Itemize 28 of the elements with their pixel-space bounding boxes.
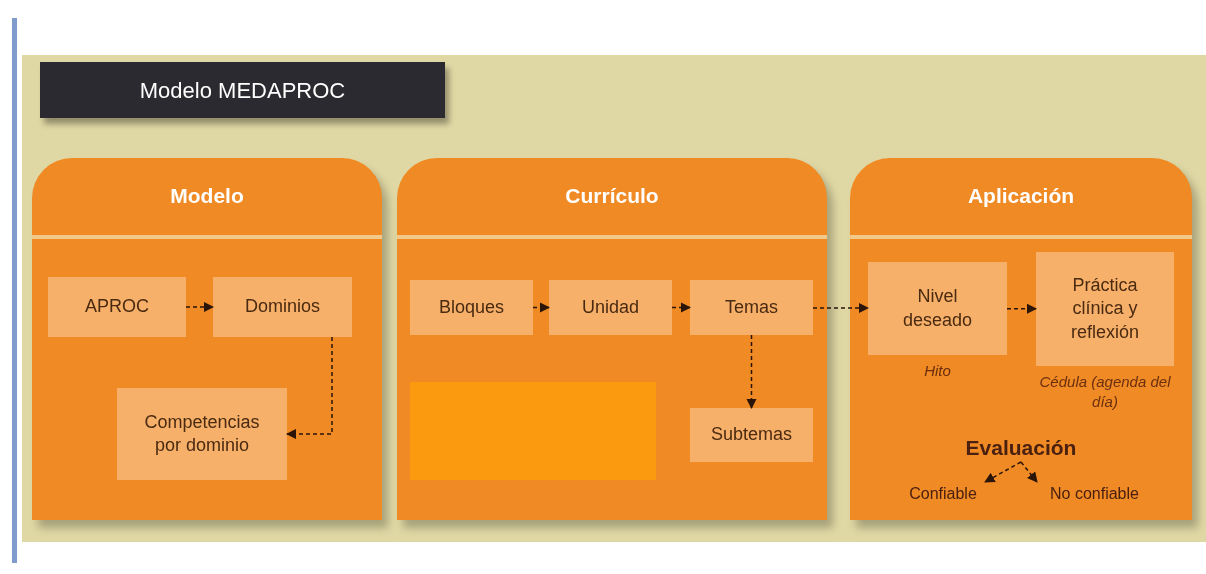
process-box: Temas	[690, 280, 813, 335]
title-banner: Modelo MEDAPROC	[40, 62, 445, 118]
arrow	[984, 461, 1022, 483]
column-panel	[32, 158, 382, 520]
process-box: Dominios	[213, 277, 352, 337]
process-box: APROC	[48, 277, 186, 337]
section-label: Evaluación	[958, 434, 1084, 462]
column-heading: Aplicación	[966, 183, 1076, 209]
arrow	[1020, 461, 1038, 483]
column-heading: Modelo	[169, 183, 245, 209]
arrow	[1006, 303, 1038, 314]
arrow	[671, 302, 692, 313]
arrow	[285, 336, 333, 440]
outcome-label: Confiable	[893, 482, 993, 506]
process-box: Subtemas	[690, 408, 813, 462]
box-caption: Hito	[923, 361, 952, 381]
arrow	[185, 301, 215, 313]
process-box: Unidad	[549, 280, 672, 335]
outcome-label: No confiable	[1027, 482, 1162, 506]
arrow	[746, 334, 757, 410]
process-box: Competencias por dominio	[117, 388, 287, 480]
column-heading: Currículo	[564, 183, 660, 209]
box-caption: Cédula (agenda del día)	[1038, 372, 1172, 411]
column-panel	[850, 158, 1192, 520]
arrow	[812, 302, 870, 314]
column-panel	[397, 158, 827, 520]
arrow	[532, 302, 551, 313]
process-box: Bloques	[410, 280, 533, 335]
